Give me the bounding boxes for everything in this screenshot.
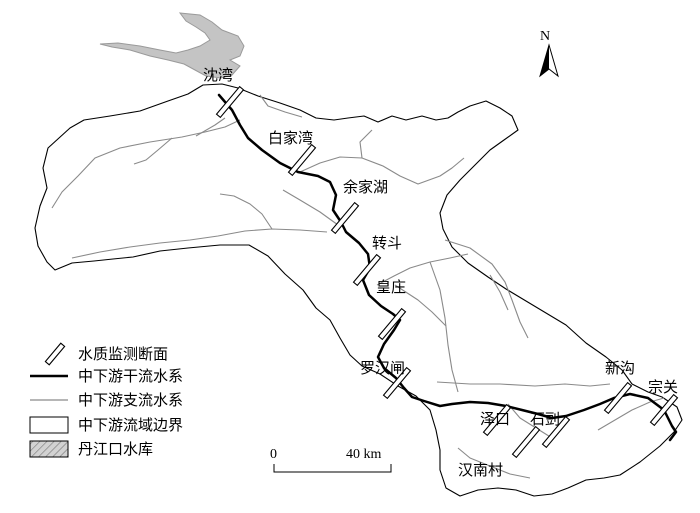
legend-item-mainstream: 中下游干流水系 xyxy=(30,367,183,385)
scale-bar: 0 40 km xyxy=(270,447,392,473)
north-arrow: N xyxy=(539,29,559,78)
legend-label-tributary: 中下游支流水系 xyxy=(78,391,183,409)
station-marker-zongguan xyxy=(649,393,679,427)
legend-item-station: 水质监测断面 xyxy=(44,342,168,366)
station-label-hannancun: 汉南村 xyxy=(458,461,503,479)
station-marker-xingou xyxy=(603,381,633,415)
legend-item-boundary: 中下游流域边界 xyxy=(29,416,183,434)
station-label-zhuandou: 转斗 xyxy=(372,234,402,252)
station-marker-luohanzha xyxy=(382,366,412,400)
legend-label-mainstream: 中下游干流水系 xyxy=(78,367,183,385)
legend-label-boundary: 中下游流域边界 xyxy=(78,416,183,434)
north-label: N xyxy=(540,29,550,44)
station-marker-zhuandou xyxy=(352,253,382,287)
station-label-baijiawan: 白家湾 xyxy=(268,129,313,147)
station-label-luohanzha: 罗汉闸 xyxy=(360,359,405,377)
station-marker-yujiahu xyxy=(330,201,360,235)
station-label-yujiahu: 余家湖 xyxy=(343,178,388,196)
scale-end-label: 40 km xyxy=(346,447,382,462)
station-marker-huangzhuang xyxy=(377,307,407,341)
station-label-shipai: 石剅 xyxy=(530,410,560,428)
station-label-zongguan: 宗关 xyxy=(648,378,678,396)
station-marker-zekou xyxy=(482,403,512,437)
station-label-zekou: 泽口 xyxy=(480,410,510,428)
station-marker-shenwan xyxy=(215,85,245,119)
station-label-xingou: 新沟 xyxy=(605,359,635,377)
station-label-huangzhuang: 皇庄 xyxy=(376,278,406,296)
station-labels: 沈湾 白家湾 余家湖 转斗 皇庄 罗汉闸 泽口 石剅 汉南村 新沟 宗关 xyxy=(203,66,678,479)
danjiangkou-reservoir xyxy=(99,12,245,79)
basin-boundary xyxy=(34,83,683,497)
legend: 水质监测断面 中下游干流水系 中下游支流水系 中下游流域边界 丹江口水库 xyxy=(29,342,183,458)
station-markers xyxy=(215,85,679,459)
tributaries xyxy=(51,94,665,479)
scale-start-label: 0 xyxy=(270,447,277,462)
mainstream-river xyxy=(217,93,678,442)
station-label-shenwan: 沈湾 xyxy=(203,66,233,84)
station-marker-baijiawan xyxy=(287,143,317,177)
legend-label-station: 水质监测断面 xyxy=(78,345,168,363)
legend-label-reservoir: 丹江口水库 xyxy=(78,440,153,458)
station-marker-hannancun xyxy=(511,425,541,459)
legend-item-reservoir: 丹江口水库 xyxy=(29,440,153,458)
legend-item-tributary: 中下游支流水系 xyxy=(30,391,183,409)
station-marker-shipai xyxy=(541,415,571,449)
